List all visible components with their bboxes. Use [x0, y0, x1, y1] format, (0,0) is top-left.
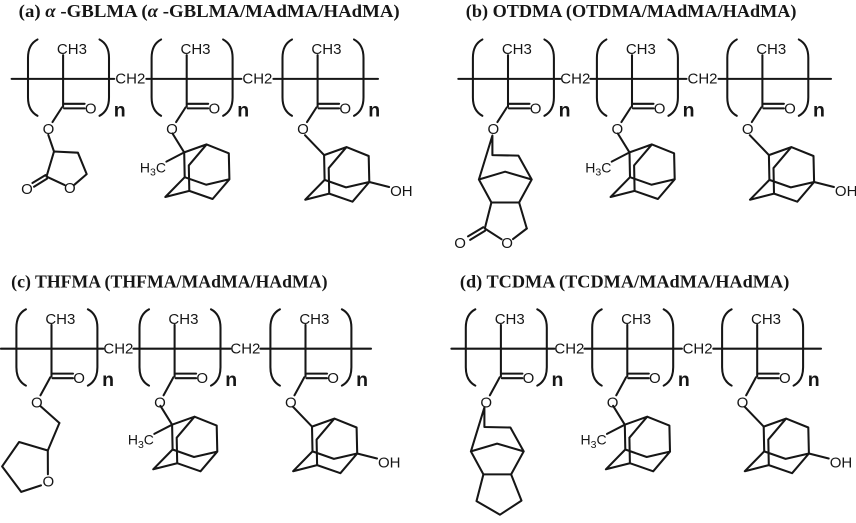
svg-text:CH2: CH2 — [683, 341, 713, 358]
svg-text:O: O — [64, 180, 76, 197]
svg-text:(c) THFMA (THFMA/MAdMA/HAdMA): (c) THFMA (THFMA/MAdMA/HAdMA) — [11, 271, 327, 291]
svg-text:CH2: CH2 — [560, 71, 590, 88]
svg-text:O: O — [21, 181, 33, 198]
svg-text:CH2: CH2 — [103, 341, 133, 358]
svg-text:O: O — [42, 474, 54, 491]
svg-text:(b) OTDMA (OTDMA/MAdMA/HAdMA): (b) OTDMA (OTDMA/MAdMA/HAdMA) — [466, 1, 797, 21]
svg-text:CH2: CH2 — [230, 341, 260, 358]
svg-text:O: O — [501, 235, 513, 252]
svg-text:(a) α -GBLMA (α -GBLMA/MAdMA/H: (a) α -GBLMA (α -GBLMA/MAdMA/HAdMA) — [19, 1, 400, 21]
svg-text:CH2: CH2 — [554, 341, 584, 358]
svg-text:(d) TCDMA (TCDMA/MAdMA/HAdMA): (d) TCDMA (TCDMA/MAdMA/HAdMA) — [460, 272, 790, 292]
svg-text:CH2: CH2 — [115, 71, 145, 88]
svg-text:CH2: CH2 — [687, 71, 717, 88]
svg-text:O: O — [454, 235, 466, 252]
svg-text:CH2: CH2 — [242, 71, 272, 88]
